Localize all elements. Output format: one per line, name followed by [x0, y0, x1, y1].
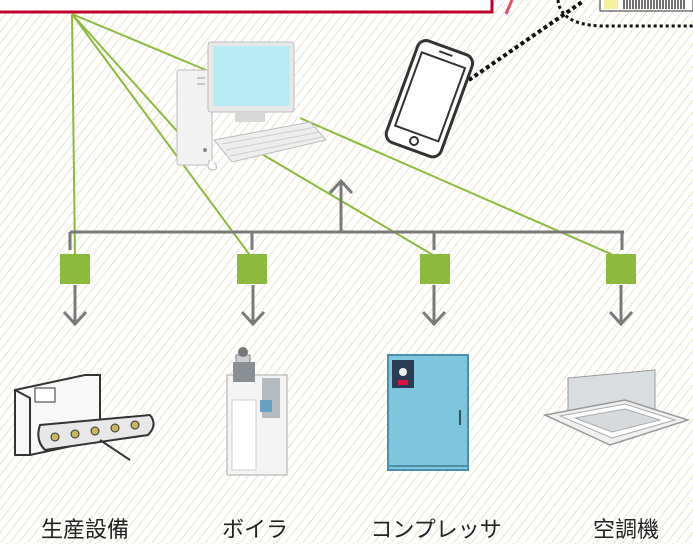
barcode-icon [599, 0, 693, 12]
boiler-icon [226, 347, 288, 476]
node-square [606, 254, 636, 284]
node-square [237, 254, 267, 284]
dotted-panel-outline [556, 0, 693, 28]
banner-accent-mark [504, 0, 514, 15]
node-square [420, 254, 450, 284]
device-label-compressor: コンプレッサ [370, 518, 502, 543]
ceiling-air-conditioner-icon [542, 369, 691, 446]
node-square [60, 254, 90, 284]
smartphone-icon [384, 39, 475, 159]
device-label-production-equipment: 生産設備 [40, 518, 129, 543]
top-banner-frame [0, 0, 494, 14]
conveyor-machine-icon [14, 374, 155, 461]
green-link-lines [71, 13, 621, 259]
desktop-computer-icon [176, 41, 327, 171]
device-label-air-conditioner: 空調機 [592, 518, 659, 543]
network-bus [62, 178, 634, 327]
device-label-boiler: ボイラ [221, 518, 288, 543]
compressor-icon [387, 354, 469, 471]
